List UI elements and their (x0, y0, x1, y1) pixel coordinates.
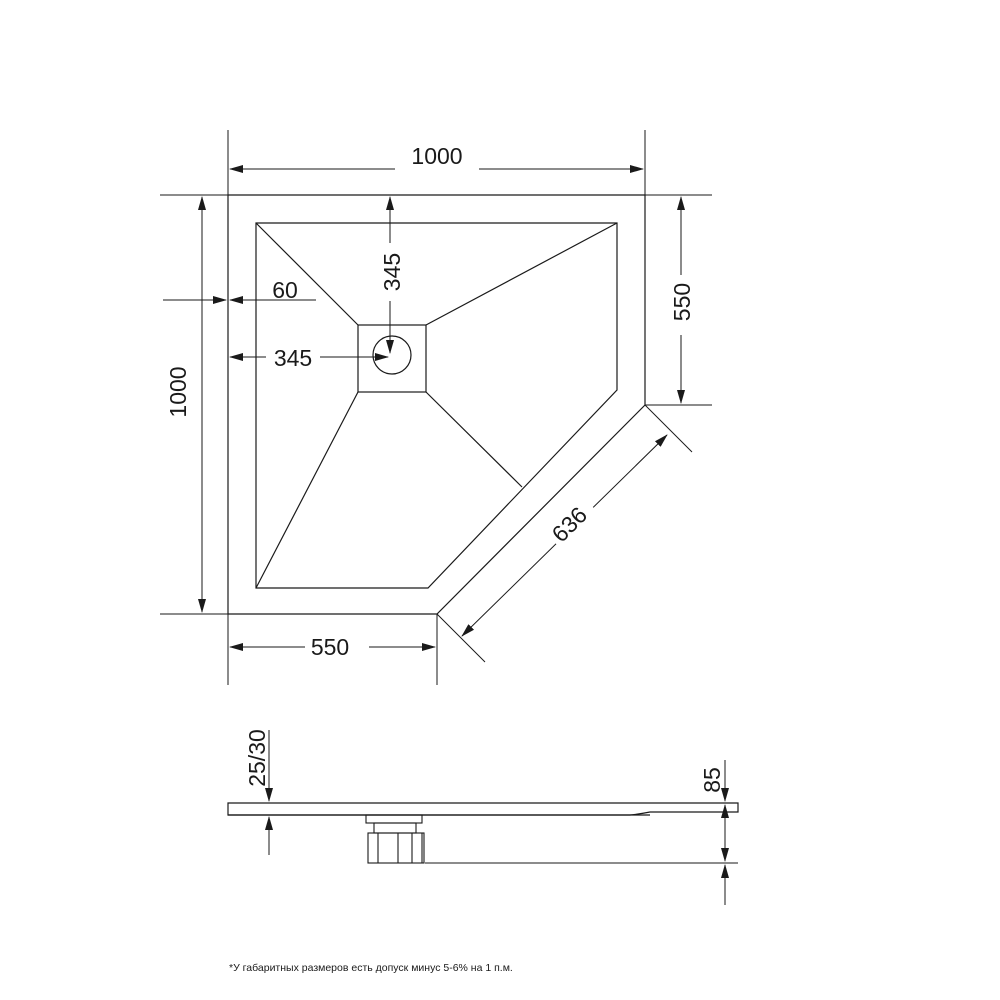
tray-side-profile (227, 802, 739, 816)
label-rim-width: 60 (272, 277, 298, 303)
extension-lines (160, 130, 712, 685)
label-tray-height: 25/30 (244, 729, 270, 787)
label-overall-depth: 1000 (165, 366, 191, 417)
tolerance-footnote: *У габаритных размеров есть допуск минус… (229, 962, 513, 974)
siphon-icon (365, 814, 425, 864)
dimension-labels: 1000 1000 550 550 636 345 345 60 (163, 140, 698, 662)
side-labels: 25/30 85 (244, 729, 725, 793)
label-drain-from-left: 345 (274, 345, 312, 371)
label-drain-from-top: 345 (379, 253, 405, 291)
side-view (227, 730, 739, 905)
drain-hole-icon (372, 335, 412, 375)
label-overall-width: 1000 (411, 143, 462, 169)
label-right-side: 550 (669, 283, 695, 321)
label-bottom-side: 550 (311, 634, 349, 660)
side-dimension-lines (265, 730, 738, 905)
label-total-height: 85 (699, 767, 725, 793)
drain-grate (357, 324, 427, 393)
dimension-lines (163, 165, 685, 651)
top-view (160, 130, 712, 685)
